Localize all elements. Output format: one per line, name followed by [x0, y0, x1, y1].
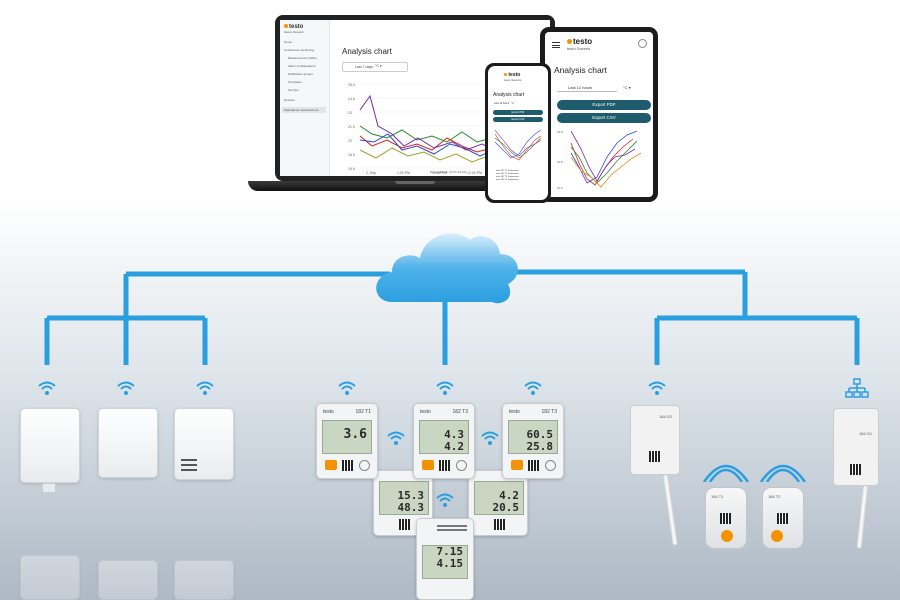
export-csv-button[interactable]: Export CSV [557, 113, 651, 123]
phone-brand-sub: testo Saveris [504, 78, 522, 82]
sensor-reflection [20, 555, 80, 600]
wireless-signal-icon [759, 464, 807, 482]
network-hierarchy-icon [845, 378, 869, 398]
tablet-y-tick: 26.8 [557, 130, 563, 134]
wall-sensor [174, 408, 234, 480]
phone-page-title: Analysis chart [493, 92, 525, 98]
laptop-y-tick: 23 [348, 111, 352, 115]
laptop-y-tick: 20 [348, 139, 352, 143]
phone-export-pdf-button[interactable]: Export PDF [493, 110, 543, 115]
laptop-range-select[interactable]: Last 7 days [342, 62, 408, 72]
tablet-unit-select[interactable]: °C ▾ [623, 85, 631, 90]
phone-device: testo testo Saveris Analysis chart Last … [485, 63, 551, 203]
nav-templates[interactable]: Templates [288, 80, 302, 84]
legend-item: testo 182 T4 Temperature [496, 179, 519, 181]
laptop-y-tick: 21.5 [348, 125, 355, 129]
tablet-analysis-chart: 26.8 20.8 20.3 [557, 130, 642, 190]
wall-sensor [20, 408, 80, 483]
nav-home[interactable]: Home [284, 40, 293, 44]
nav-devices[interactable]: Devices [284, 98, 295, 102]
laptop-logo: testo [284, 24, 303, 30]
phone-export-csv-button[interactable]: Export CSV [493, 117, 543, 122]
nav-measurement-profiles[interactable]: Measurement profiles [288, 56, 317, 60]
laptop-timezone-caption: Europe/Berlin (UTC+01:00) [430, 170, 467, 174]
legend-item: testo 182 T3 Temperature [496, 176, 519, 178]
laptop-page-title: Analysis chart [342, 47, 392, 56]
laptop-x-tick: 12:00 PM [432, 171, 447, 175]
laptop-y-tick: 15.6 [348, 167, 355, 171]
phone-range-select[interactable]: Last 12 hours °C [494, 102, 515, 105]
tablet-brand-sub: testo Saveris [567, 46, 591, 51]
phone-chart-legend: testo 182 T1 Temperature testo 182 T2 Te… [496, 170, 519, 182]
sensor-reflection [174, 560, 234, 600]
wall-sensor [98, 408, 158, 478]
phone-logo: testo [504, 72, 520, 78]
legend-item: testo 182 T2 Temperature [496, 173, 519, 175]
user-avatar-icon[interactable] [638, 39, 647, 48]
laptop-y-tick: 25.4 [348, 83, 355, 87]
laptop-x-tick: 1:00 PM [397, 171, 410, 175]
wireless-signal-icon [702, 464, 750, 482]
hamburger-menu-icon[interactable] [552, 42, 560, 48]
laptop-notch [395, 181, 435, 184]
tablet-logo: testo [567, 37, 592, 46]
wifi-icon [524, 381, 542, 395]
tablet-page-title: Analysis chart [554, 65, 607, 75]
tablet-y-tick: 20.8 [557, 160, 563, 164]
tablet-device: testo testo Saveris Analysis chart Last … [540, 27, 658, 202]
sensor-foot [42, 483, 56, 493]
legend-item: testo 182 T1 Temperature [496, 170, 519, 172]
phone-analysis-chart [494, 129, 542, 161]
sensor-reflection [98, 560, 158, 600]
laptop-x-tick: 2. Sep [366, 171, 376, 175]
radio-sensor: 184 T2 [762, 487, 804, 549]
laptop-x-tick: 12:00 PM [467, 171, 482, 175]
wifi-icon [38, 381, 56, 395]
nav-set-ups[interactable]: Set-Ups [288, 88, 299, 92]
wifi-icon [387, 431, 405, 445]
laptop-brand-sub: Saveris Research [284, 31, 304, 34]
nav-notification-groups[interactable]: Notification groups [288, 72, 313, 76]
wireless-gateway: 184 G2 [630, 405, 680, 475]
wifi-icon [436, 381, 454, 395]
data-logger-top-left: testo 182 T1 3.6 [316, 403, 378, 479]
laptop-base [248, 181, 582, 191]
laptop-sidebar: testo Saveris Research Home Continuous m… [280, 20, 330, 176]
laptop-y-tick: 18.5 [348, 153, 355, 157]
radio-sensor: 184 T1 [705, 487, 747, 549]
wifi-icon [648, 381, 666, 395]
wifi-icon [436, 493, 454, 507]
wifi-icon [117, 381, 135, 395]
nav-alarm-configurations[interactable]: Alarm configurations [288, 64, 316, 68]
tablet-range-select[interactable]: Last 12 hours [557, 82, 617, 92]
laptop-unit-select[interactable]: °C ▾ [375, 64, 382, 68]
export-pdf-button[interactable]: Export PDF [557, 100, 651, 110]
nav-continuous-monitoring[interactable]: Continuous monitoring [284, 48, 315, 52]
ethernet-gateway: 184 G1 [833, 408, 879, 486]
tablet-y-tick: 20.3 [557, 186, 563, 190]
cloud-icon [376, 233, 518, 304]
wifi-icon [196, 381, 214, 395]
laptop-y-tick: 24.6 [348, 97, 355, 101]
wifi-icon [481, 431, 499, 445]
wifi-icon [338, 381, 356, 395]
nav-standalone-measurement[interactable]: Standalone measurement [282, 107, 326, 113]
